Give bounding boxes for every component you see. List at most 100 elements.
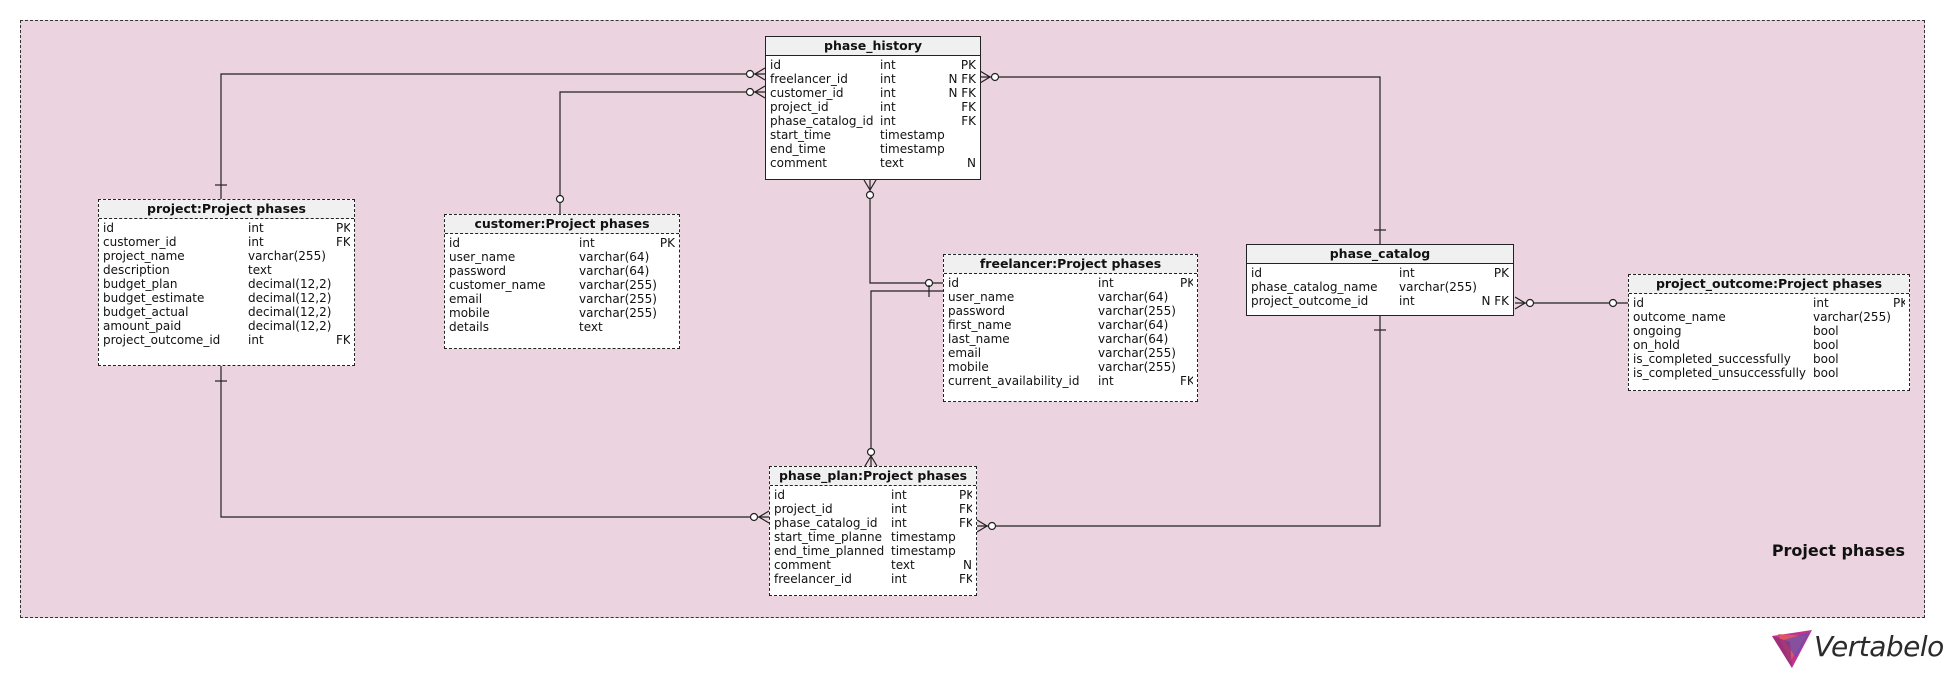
column-name: budget_plan <box>103 277 178 291</box>
column-type: int <box>248 333 264 347</box>
column-name: budget_actual <box>103 305 189 319</box>
column-type: varchar(255) <box>248 249 326 263</box>
column-row[interactable]: email varchar(255) <box>948 346 1193 360</box>
column-flags: N FK <box>948 86 976 100</box>
column-type: bool <box>1813 366 1839 380</box>
column-name: phase_catalog_id <box>770 114 874 128</box>
column-name: mobile <box>449 306 490 320</box>
column-name: user_name <box>449 250 516 264</box>
table-title: customer:Project phases <box>445 215 679 234</box>
column-name: email <box>948 346 982 360</box>
column-name: password <box>948 304 1005 318</box>
column-type: varchar(255) <box>1098 346 1176 360</box>
table-title: project_outcome:Project phases <box>1629 275 1909 294</box>
column-type: varchar(255) <box>579 278 657 292</box>
column-type: int <box>579 236 595 250</box>
column-type: varchar(255) <box>1813 310 1891 324</box>
column-flags <box>959 544 972 558</box>
column-name: start_time_planne <box>774 530 882 544</box>
column-type: int <box>880 72 896 86</box>
column-name: is_completed_successfully <box>1633 352 1791 366</box>
column-flags <box>1180 332 1193 346</box>
column-type: int <box>1813 296 1829 310</box>
column-name: freelancer_id <box>774 572 852 586</box>
column-type: decimal(12,2) <box>248 319 332 333</box>
column-name: email <box>449 292 483 306</box>
column-name: id <box>770 58 781 72</box>
column-flags <box>948 142 976 156</box>
column-flags <box>1180 318 1193 332</box>
column-flags <box>1481 280 1509 294</box>
column-type: decimal(12,2) <box>248 291 332 305</box>
column-flags: FK <box>336 235 350 249</box>
column-flags <box>336 319 350 333</box>
column-name: id <box>449 236 460 250</box>
column-type: text <box>248 263 272 277</box>
column-name: ongoing <box>1633 324 1682 338</box>
column-flags: FK <box>959 572 972 586</box>
column-type: timestamp <box>880 128 945 142</box>
column-name: freelancer_id <box>770 72 848 86</box>
column-type: varchar(255) <box>1399 280 1477 294</box>
column-name: customer_name <box>449 278 546 292</box>
column-flags <box>1180 304 1193 318</box>
subject-area-label: Project phases <box>1771 541 1905 560</box>
column-row[interactable]: customer_name varchar(255) <box>449 278 675 292</box>
column-flags: PK <box>336 221 350 235</box>
